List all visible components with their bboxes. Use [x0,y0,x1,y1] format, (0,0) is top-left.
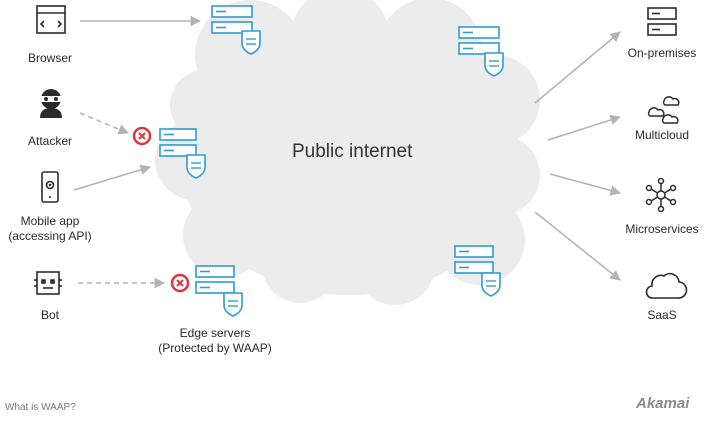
dest-label-on-premises: On-premises [627,46,697,60]
arrow-on-premises [534,31,621,104]
arrow-saas [534,211,621,281]
browser-window-icon [36,5,66,34]
bot-icon [34,271,62,295]
destination-arrows [534,31,622,281]
server-icon [647,7,677,36]
blocked-icon [132,126,152,146]
edge-server-icon [458,26,504,77]
source-arrows [73,15,202,289]
arrow-mobile [73,164,152,191]
edge-server-icon [454,245,501,297]
microservices-icon [645,177,677,213]
source-label-mobile-line1: Mobile app [20,214,80,228]
dest-label-saas: SaaS [647,308,677,322]
mobile-phone-icon [41,171,59,203]
cloud-icon [645,272,688,299]
edge-server-icon [195,265,243,317]
edge-label-line1: Edge servers [179,326,251,340]
edge-server-icon [211,5,261,55]
source-label-mobile: Mobile app (accessing API) [0,214,100,244]
arrow-attacker [79,112,129,135]
multicloud-icon [647,96,680,124]
source-label-bot: Bot [40,308,59,322]
blocked-icon [170,273,190,293]
attacker-masked-icon [40,89,62,118]
source-label-attacker: Attacker [27,134,72,148]
edge-label-line2: (Protected by WAAP) [158,341,272,355]
arrow-microservices [549,173,622,196]
source-label-browser: Browser [27,51,72,65]
cloud-title: Public internet [292,141,413,162]
footer-caption: What is WAAP? [5,402,76,413]
dest-label-multicloud: Multicloud [634,128,690,142]
edge-server-icon [159,128,206,179]
edge-servers-label: Edge servers (Protected by WAAP) [150,326,280,356]
arrow-multicloud [547,114,622,141]
akamai-logo: Akamai [636,395,689,412]
akamai-logo-text: Akamai [636,395,690,412]
dest-label-microservices: Microservices [625,222,699,236]
source-label-mobile-line2: (accessing API) [8,229,92,243]
